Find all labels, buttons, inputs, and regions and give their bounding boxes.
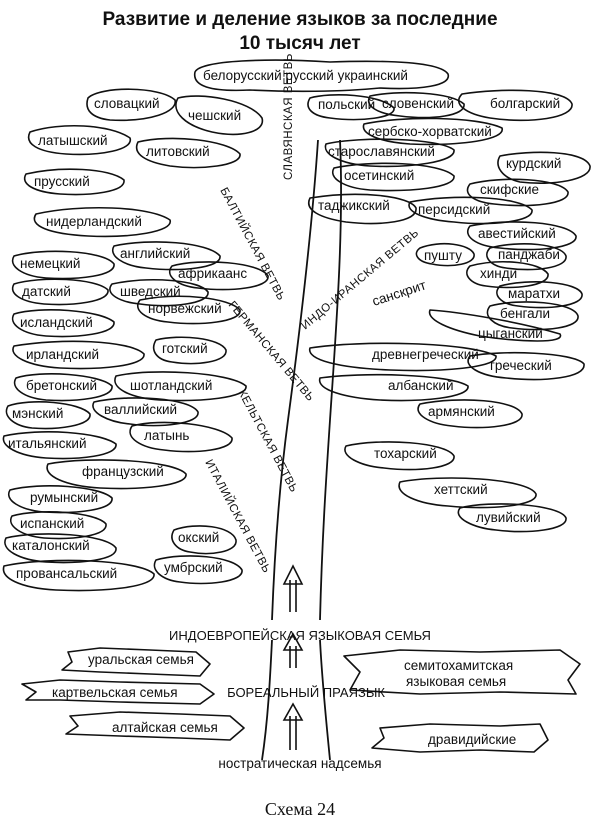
nostratic-superfamily-label: ностратическая надсемья	[218, 756, 381, 771]
indo-european-family-label: ИНДОЕВРОПЕЙСКАЯ ЯЗЫКОВАЯ СЕМЬЯ	[169, 628, 431, 643]
language-label: латышский	[38, 133, 108, 148]
boreal-protolanguage-label: БОРЕАЛЬНЫЙ ПРАЯЗЫК	[227, 685, 385, 700]
branch-germanic-label: ГЕРМАНСКАЯ ВЕТВЬ	[226, 299, 317, 404]
kartvelian-family-label: картвельская семья	[52, 685, 178, 700]
dravidian-family-label: дравидийские	[428, 732, 516, 747]
language-label: белорусский русский украинский	[203, 68, 408, 83]
language-label: курдский	[506, 156, 561, 171]
language-label: польский	[318, 97, 375, 112]
language-label: литовский	[146, 144, 210, 159]
language-label: санскрит	[370, 277, 428, 308]
language-label: сербско-хорватский	[368, 124, 492, 139]
language-label: лувийский	[476, 510, 541, 525]
language-label: латынь	[144, 428, 189, 443]
language-label: немецкий	[20, 256, 80, 271]
language-label: каталонский	[12, 538, 90, 553]
arrow-icon	[282, 632, 304, 668]
language-label: бретонский	[26, 378, 97, 393]
altaic-family-label: алтайская семья	[112, 720, 218, 735]
evolution-arrows	[282, 564, 304, 750]
language-label: африкаанс	[178, 266, 247, 281]
semito-hamitic-label-line2: языковая семья	[406, 674, 506, 689]
language-label: чешский	[188, 108, 241, 123]
language-outlines	[2, 59, 591, 753]
language-label: мэнский	[12, 406, 63, 421]
family-labels: ИНДОЕВРОПЕЙСКАЯ ЯЗЫКОВАЯ СЕМЬЯ уральская…	[52, 628, 516, 771]
figure-caption: Схема 24	[265, 799, 335, 819]
language-label: испанский	[20, 516, 84, 531]
language-label: провансальский	[16, 566, 117, 581]
language-label: датский	[22, 284, 71, 299]
language-label: осетинский	[344, 168, 414, 183]
language-label: хинди	[480, 266, 517, 281]
language-label: цыганский	[478, 326, 543, 341]
language-label: пушту	[424, 248, 462, 263]
language-label: авестийский	[478, 226, 556, 241]
language-label: панджаби	[498, 247, 560, 262]
language-label: исландский	[20, 315, 93, 330]
language-label: маратхи	[508, 286, 560, 301]
language-label: валлийский	[104, 402, 177, 417]
branch-indo-iranian-label: ИНДО-ИРАНСКАЯ ВЕТВЬ	[299, 227, 421, 332]
title-line-1: Развитие и деление языков за последние	[102, 9, 497, 30]
language-label: готский	[162, 341, 208, 356]
language-label: французский	[82, 464, 164, 479]
language-label: умбрский	[164, 560, 223, 575]
language-label: греческий	[490, 358, 552, 373]
language-label: румынский	[30, 490, 98, 505]
arrow-icon	[282, 702, 304, 750]
language-label: древнегреческий	[372, 347, 479, 362]
language-label: норвежский	[148, 301, 222, 316]
language-label: таджикский	[318, 198, 390, 213]
language-label: нидерландский	[46, 214, 142, 229]
language-label: итальянский	[8, 436, 87, 451]
language-label: албанский	[388, 378, 454, 393]
language-label: окский	[178, 530, 219, 545]
language-label: скифские	[480, 182, 539, 197]
language-label: шведский	[120, 284, 181, 299]
branch-baltic-label: БАЛТИЙСКАЯ ВЕТВЬ	[217, 185, 288, 302]
language-label: тохарский	[374, 446, 437, 461]
language-label: словацкий	[94, 96, 160, 111]
language-label: персидский	[418, 202, 490, 217]
language-label: словенский	[382, 96, 454, 111]
uralic-family-label: уральская семья	[88, 652, 194, 667]
branch-slavic-label: СЛАВЯНСКАЯ ВЕТВЬ	[283, 53, 295, 180]
language-label: болгарский	[490, 96, 560, 111]
language-label: старославянский	[328, 144, 435, 159]
arrow-icon	[282, 564, 304, 612]
title-line-2: 10 тысяч лет	[239, 33, 360, 54]
language-label: армянский	[428, 404, 495, 419]
language-label: прусский	[34, 174, 90, 189]
language-label: английский	[120, 246, 190, 261]
language-label: бенгали	[500, 306, 550, 321]
language-label: хеттский	[434, 482, 488, 497]
semito-hamitic-label-line1: семитохамитская	[404, 658, 513, 673]
language-label: ирландский	[26, 347, 99, 362]
language-label: шотландский	[130, 378, 212, 393]
